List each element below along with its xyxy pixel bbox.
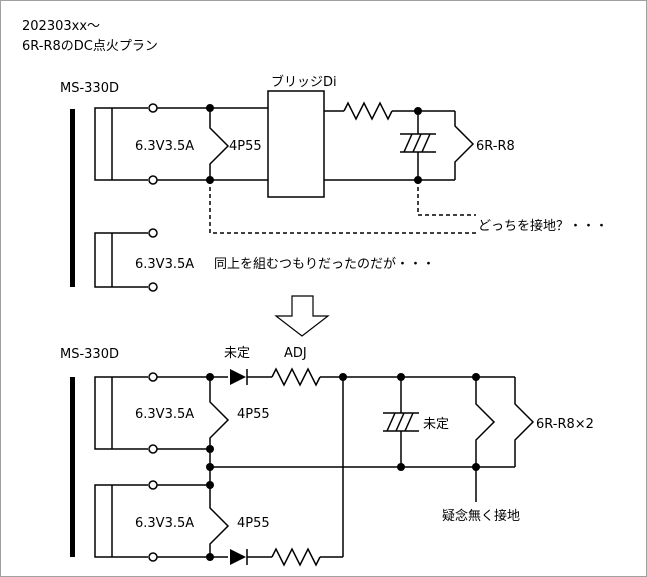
bottom-diode-2 <box>230 549 248 565</box>
bottom-tubes-label: 6R-R8×2 <box>536 417 594 432</box>
top-tube-label: 6R-R8 <box>476 139 515 154</box>
bottom-tube-heater-1 <box>475 377 496 467</box>
bottom-diode-label: 未定 <box>224 346 250 361</box>
bottom-winding-2-label: 6.3V3.5A <box>135 516 194 531</box>
top-winding-1 <box>94 103 158 185</box>
bottom-4p55-2-label: 4P55 <box>237 516 270 531</box>
bottom-winding-1-label: 6.3V3.5A <box>135 407 194 422</box>
bottom-winding-2 <box>94 480 158 562</box>
header-date: 202303xx～ <box>22 19 100 34</box>
bottom-4p55-1-label: 4P55 <box>237 407 270 422</box>
top-winding-1-label: 6.3V3.5A <box>135 139 194 154</box>
bottom-winding-1 <box>94 372 158 454</box>
bottom-capacitor <box>383 377 419 467</box>
top-resistor <box>343 101 393 121</box>
bottom-tube-heater-2 <box>514 377 535 467</box>
bottom-4p55-1-symbol <box>209 377 230 449</box>
header-title: 6R-R8のDC点火プラン <box>22 39 158 54</box>
down-arrow <box>274 295 330 337</box>
top-winding-2-label: 6.3V3.5A <box>135 257 194 272</box>
bottom-diode-1 <box>230 369 248 385</box>
bottom-transformer-label: MS-330D <box>60 347 119 362</box>
top-tube-heater <box>454 111 475 180</box>
bottom-resistor-1 <box>271 367 321 387</box>
bottom-junction-f <box>206 463 214 471</box>
top-4p55-label: 4P55 <box>229 139 262 154</box>
bottom-capacitor-label: 未定 <box>423 417 449 432</box>
bottom-resistor-label: ADJ <box>284 346 307 361</box>
top-transformer-label: MS-330D <box>60 81 119 96</box>
top-winding-2 <box>94 228 158 292</box>
top-transformer-core <box>70 109 75 287</box>
top-4p55-symbol <box>209 108 230 180</box>
bottom-transformer-core <box>70 377 75 557</box>
bottom-resistor-2 <box>271 547 321 567</box>
top-bridge-label: ブリッジDi <box>271 74 337 90</box>
top-winding-2-note: 同上を組むつもりだったのだが・・・ <box>214 257 435 272</box>
top-ground-note: どっちを接地？・・・ <box>478 218 608 234</box>
bridge-diode-box <box>267 90 325 198</box>
top-capacitor <box>400 111 436 180</box>
bottom-junction-j <box>206 553 214 561</box>
bottom-4p55-2-symbol <box>209 485 230 557</box>
bottom-ground-note: 疑念無く接地 <box>442 508 520 524</box>
